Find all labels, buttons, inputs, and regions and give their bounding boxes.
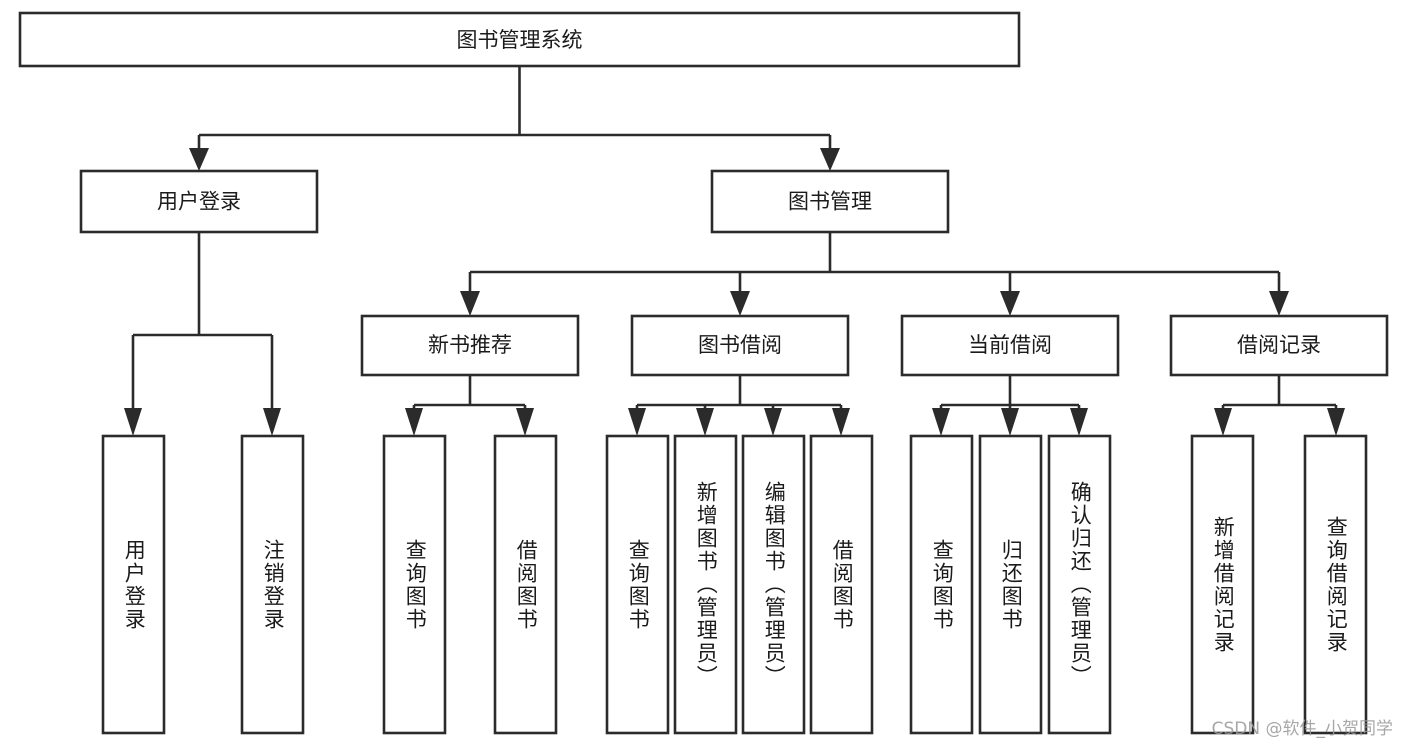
- arrow-head-current: [1000, 291, 1020, 316]
- arrow-head-bookmgmt: [820, 148, 840, 171]
- node-current-label: 当前借阅: [968, 333, 1052, 357]
- node-leaf-3[interactable]: [382, 434, 447, 735]
- arrow-head-leaf-1: [124, 408, 142, 436]
- arrow-head-records: [1269, 291, 1289, 316]
- arrow-head-leaf-10: [1001, 408, 1019, 436]
- node-root[interactable]: [18, 11, 1021, 68]
- connector-layer: [124, 66, 1345, 436]
- arrow-head-leaf-8: [832, 408, 850, 436]
- node-records-label: 借阅记录: [1237, 333, 1321, 357]
- arrow-head-leaf-12: [1214, 408, 1232, 436]
- arrow-head-login: [189, 148, 209, 171]
- arrow-head-leaf-13: [1327, 408, 1345, 436]
- node-current[interactable]: [900, 314, 1120, 377]
- arrow-head-leaf-7: [764, 408, 782, 436]
- node-newbook-label: 新书推荐: [428, 333, 512, 357]
- node-leaf-4[interactable]: [493, 434, 558, 735]
- arrow-head-leaf-9: [932, 408, 950, 436]
- node-borrow-label: 图书借阅: [698, 333, 782, 357]
- node-root-label: 图书管理系统: [457, 28, 583, 52]
- node-leaf-12[interactable]: [1190, 434, 1255, 735]
- node-layer: 图书管理系统 用户登录 图书管理 新书推荐 图书借阅 当前借阅 借阅记录: [18, 11, 1389, 735]
- arrow-head-leaf-5: [628, 408, 646, 436]
- node-leaf-13[interactable]: [1303, 434, 1368, 735]
- node-borrow[interactable]: [630, 314, 850, 377]
- arrow-head-borrow: [730, 291, 750, 316]
- node-bookmgmt-label: 图书管理: [788, 190, 872, 214]
- node-leaf-8[interactable]: [809, 434, 874, 735]
- node-newbook[interactable]: [360, 314, 580, 377]
- node-leaf-9[interactable]: [909, 434, 974, 735]
- node-leaf-2[interactable]: [240, 434, 305, 735]
- arrow-head-leaf-11: [1070, 408, 1088, 436]
- node-leaf-10[interactable]: [978, 434, 1043, 735]
- node-records[interactable]: [1169, 314, 1389, 377]
- arrow-head-leaf-2: [263, 408, 281, 436]
- node-leaf-6[interactable]: [673, 434, 738, 735]
- node-login[interactable]: [79, 169, 319, 234]
- node-bookmgmt[interactable]: [710, 169, 950, 234]
- arrow-head-newbook: [460, 291, 480, 316]
- node-login-label: 用户登录: [157, 190, 241, 214]
- arrow-head-leaf-3: [405, 408, 423, 436]
- arrow-head-leaf-4: [516, 408, 534, 436]
- node-leaf-1[interactable]: [101, 434, 166, 735]
- arrow-head-leaf-6: [696, 408, 714, 436]
- node-leaf-7[interactable]: [741, 434, 806, 735]
- node-leaf-11[interactable]: [1047, 434, 1112, 735]
- csdn-watermark: CSDN @软件_小贺同学: [1211, 719, 1393, 739]
- node-leaf-5[interactable]: [605, 434, 670, 735]
